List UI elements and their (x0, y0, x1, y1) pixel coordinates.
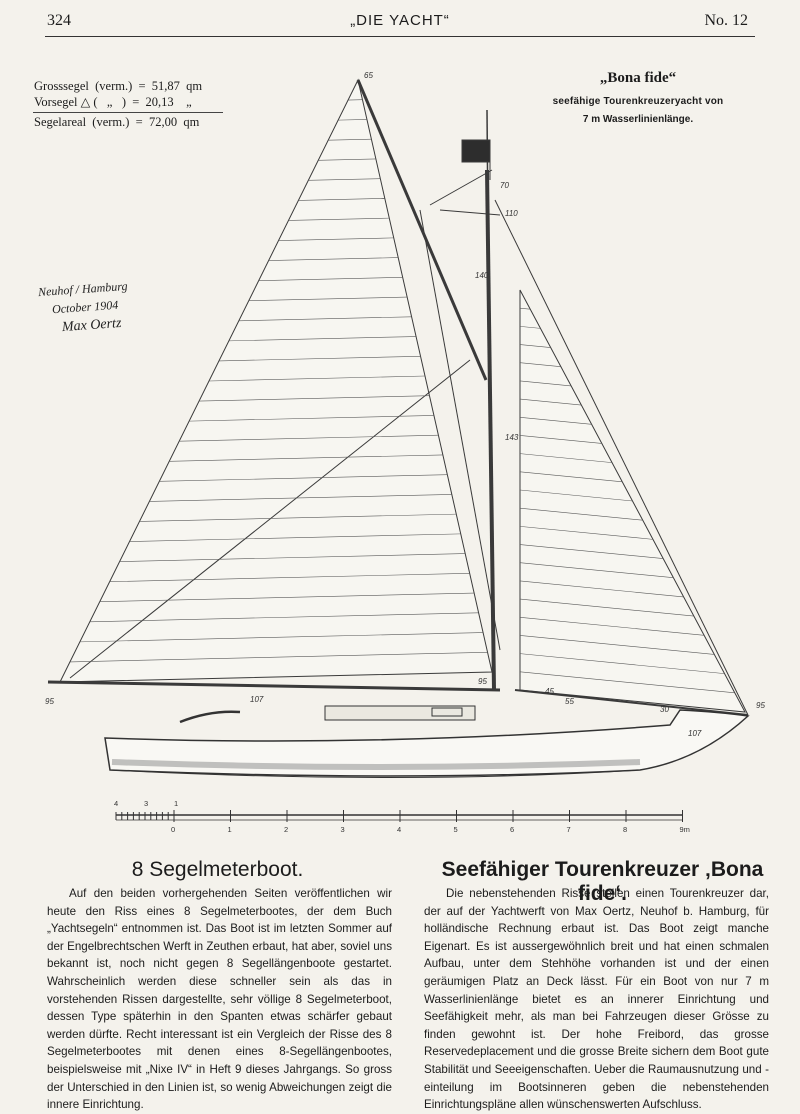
hull (105, 706, 748, 778)
label-gaff: 95 (478, 677, 487, 686)
label-mast-mid: 143 (505, 433, 519, 442)
label-jib: 55 (565, 697, 574, 706)
scale-tick-label: 4 (397, 825, 401, 834)
scale-labels: 0 1 2 3 4 5 6 7 8 9m 4 3 1 (114, 799, 690, 834)
scale-tick-label: 2 (284, 825, 288, 834)
scale-tick-label: 8 (623, 825, 627, 834)
label-fore: 30 (660, 705, 669, 714)
label-deck: 45 (545, 687, 554, 696)
scale-tick-label: 0 (171, 825, 175, 834)
scale-tick-label: 7 (567, 825, 571, 834)
right-article-body: Die nebenstehenden Risse stellen einen T… (424, 885, 769, 1114)
left-article-body: Auf den beiden vorhergehenden Seiten ver… (47, 885, 392, 1114)
scale-tick-label: 6 (510, 825, 514, 834)
label-masthead: 65 (364, 71, 373, 80)
boom (48, 682, 500, 690)
right-article-text: Die nebenstehenden Risse stellen einen T… (424, 885, 769, 1114)
label-bow-mark: 107 (688, 729, 702, 738)
label-bow-sprit: 95 (756, 701, 765, 710)
scale-left-label: 3 (144, 799, 148, 808)
label-upper: 140 (475, 271, 489, 280)
flag (462, 140, 490, 162)
label-boom-mark: 107 (250, 695, 264, 704)
label-stay-top: 110 (505, 209, 518, 218)
left-article-text: Auf den beiden vorhergehenden Seiten ver… (47, 885, 392, 1114)
scale-tick-label: 9m (680, 825, 690, 834)
scale-tick-label: 1 (228, 825, 232, 834)
scale-left-label: 1 (174, 799, 178, 808)
scale-tick-label: 3 (341, 825, 345, 834)
mainsail (60, 80, 492, 682)
left-article-heading: 8 Segelmeterboot. (45, 858, 390, 882)
sail-plan-drawing: 65 70 110 140 143 95 95 107 95 107 55 30… (0, 0, 800, 840)
scale-left-label: 4 (114, 799, 118, 808)
scale-bar (116, 810, 683, 822)
label-boom-end: 95 (45, 697, 54, 706)
scale-tick-label: 5 (454, 825, 458, 834)
label-flag: 70 (500, 181, 509, 190)
